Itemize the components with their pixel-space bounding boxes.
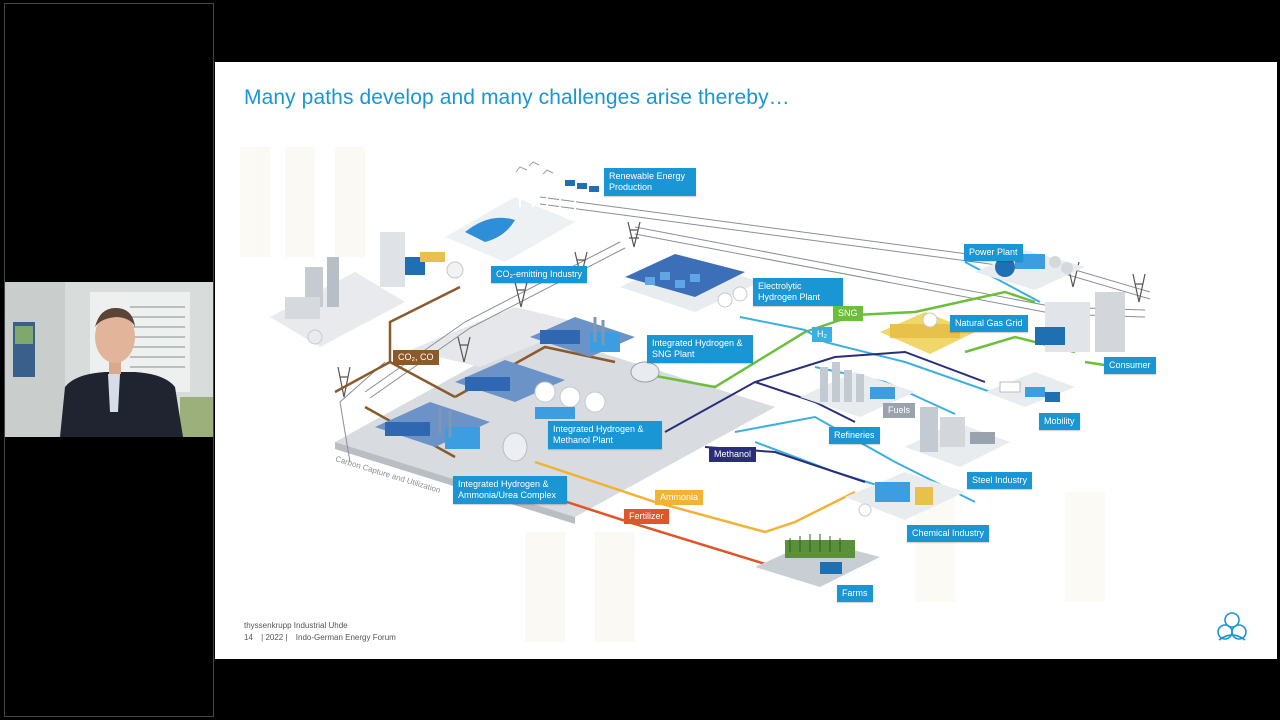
thyssenkrupp-logo-icon: [1217, 612, 1247, 641]
tag-ammonia: Ammonia: [655, 490, 704, 505]
presenter-video-feed: [5, 282, 213, 437]
label-renewable-energy: Renewable Energy Production: [604, 168, 696, 196]
label-refineries: Refineries: [829, 427, 880, 444]
tag-h2: H₂: [812, 327, 832, 342]
footer-year: | 2022 |: [261, 633, 288, 642]
tag-methanol: Methanol: [709, 447, 757, 462]
slide-footer: thyssenkrupp Industrial Uhde 14 | 2022 |…: [244, 620, 402, 644]
label-steel-industry: Steel Industry: [967, 472, 1033, 489]
label-integrated-h2-sng: Integrated Hydrogen & SNG Plant: [647, 335, 753, 363]
label-integrated-h2-methanol: Integrated Hydrogen & Methanol Plant: [548, 421, 662, 449]
label-mobility: Mobility: [1039, 413, 1080, 430]
footer-event: Indo-German Energy Forum: [295, 633, 396, 642]
label-electrolytic-plant: Electrolytic Hydrogen Plant: [753, 278, 843, 306]
label-consumer: Consumer: [1104, 357, 1156, 374]
label-integrated-h2-ammonia: Integrated Hydrogen & Ammonia/Urea Compl…: [453, 476, 567, 504]
presentation-slide: Many paths develop and many challenges a…: [215, 62, 1277, 659]
slide-title: Many paths develop and many challenges a…: [244, 86, 790, 109]
tag-sng: SNG: [833, 306, 863, 321]
tag-fertilizer: Fertilizer: [624, 509, 669, 524]
tag-fuels: Fuels: [883, 403, 916, 418]
label-co2-industry: CO₂-emitting Industry: [491, 266, 588, 283]
footer-company: thyssenkrupp Industrial Uhde: [244, 621, 348, 630]
tag-co2-co: CO₂, CO: [393, 350, 439, 365]
presenter-webcam: [5, 282, 213, 437]
label-natural-gas-grid: Natural Gas Grid: [950, 315, 1028, 332]
label-chemical-industry: Chemical Industry: [907, 525, 990, 542]
footer-page-number: 14: [244, 633, 253, 642]
label-farms: Farms: [837, 585, 873, 602]
label-power-plant: Power Plant: [964, 244, 1023, 261]
